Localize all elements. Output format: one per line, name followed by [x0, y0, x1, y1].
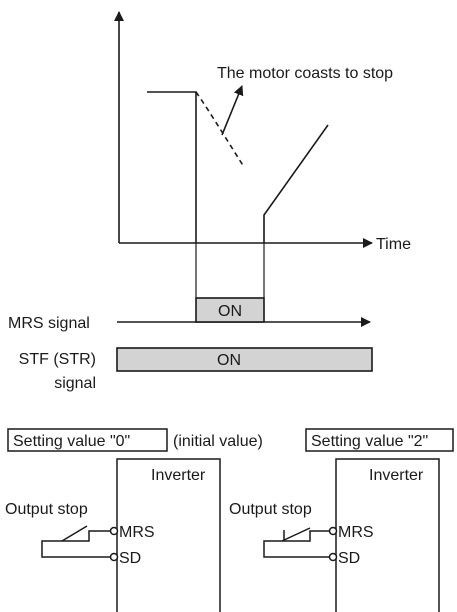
no-contact-blade — [61, 525, 88, 542]
nc-contact-wiring — [263, 530, 330, 558]
time-axis-label: Time — [376, 236, 411, 253]
output-stop-label-right: Output stop — [229, 501, 312, 518]
motor-speed-restart — [263, 124, 329, 243]
nc-contact-blade — [281, 527, 311, 542]
mrs-terminal-label-left: MRS — [119, 524, 155, 541]
inverter-box-left — [116, 458, 221, 612]
mrs-on-label: ON — [218, 303, 242, 320]
timing-chart — [114, 11, 373, 372]
stf-signal-label-line2: signal — [54, 375, 96, 392]
stf-on-label: ON — [217, 352, 241, 369]
inverter-title-left: Inverter — [151, 467, 206, 484]
sd-terminal-label-right: SD — [338, 550, 360, 567]
sd-terminal-left — [109, 552, 119, 562]
motor-speed-before-stop — [147, 91, 197, 243]
inverter-box-right — [335, 458, 440, 612]
stf-signal-label-line1: STF (STR) — [19, 351, 96, 368]
circuit-setting-0: Setting value "0" (initial value) Invert… — [5, 428, 263, 612]
coast-to-stop-curve — [195, 91, 245, 168]
sd-terminal-label-left: SD — [119, 550, 141, 567]
output-stop-label-left: Output stop — [5, 501, 88, 518]
setting-2-label-box — [305, 428, 454, 452]
stf-on-band — [116, 347, 373, 372]
setting-2-label: Setting value "2" — [311, 433, 428, 450]
mrs-terminal-right — [328, 526, 338, 536]
setting-0-label: Setting value "0" — [13, 433, 130, 450]
initial-value-note: (initial value) — [173, 433, 263, 450]
inverter-title-right: Inverter — [369, 467, 424, 484]
no-contact-wiring — [41, 530, 111, 558]
setting-0-label-box — [7, 428, 168, 452]
annotation-pointer — [221, 85, 244, 136]
mrs-on-pulse — [195, 297, 265, 323]
circuit-setting-2: Setting value "2" Inverter Output stop M… — [229, 428, 454, 612]
mrs-signal-label: MRS signal — [8, 315, 90, 332]
sd-terminal-right — [328, 552, 338, 562]
motor-coast-annotation: The motor coasts to stop — [217, 65, 393, 82]
mrs-terminal-label-right: MRS — [338, 524, 374, 541]
mrs-terminal-left — [109, 526, 119, 536]
